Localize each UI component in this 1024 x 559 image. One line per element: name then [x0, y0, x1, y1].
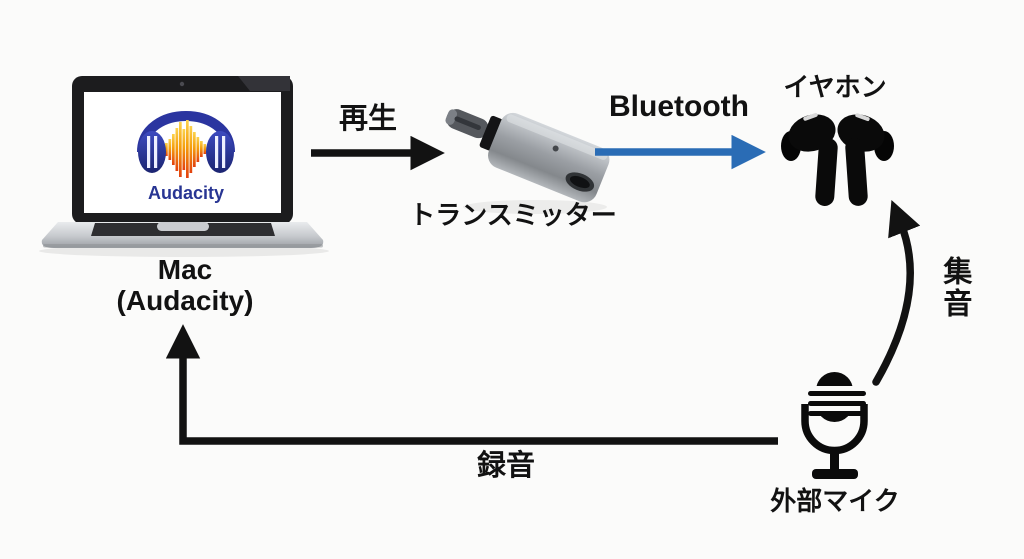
bluetooth-label: Bluetooth	[609, 90, 749, 123]
laptop-icon: Audacity	[39, 76, 329, 257]
mac-label-line2: (Audacity)	[116, 285, 254, 317]
transmitter-icon	[445, 109, 610, 214]
microphone-label: 外部マイク	[770, 486, 900, 516]
mac-label-line1: Mac	[157, 254, 213, 285]
microphone-icon	[801, 372, 868, 479]
transmitter-label: トランスミッター	[409, 200, 617, 230]
earbuds-icon	[781, 112, 894, 206]
record-arrow	[165, 324, 778, 445]
playback-label: 再生	[338, 103, 398, 135]
earphones-label: イヤホン	[783, 72, 887, 102]
collect-label: 集音	[938, 256, 971, 320]
audacity-logo-icon: Audacity	[137, 111, 235, 203]
collect-arrow	[872, 199, 921, 386]
audacity-logo-text: Audacity	[148, 183, 224, 203]
mac-label: Mac (Audacity)	[117, 254, 254, 317]
record-label: 録音	[476, 450, 536, 482]
